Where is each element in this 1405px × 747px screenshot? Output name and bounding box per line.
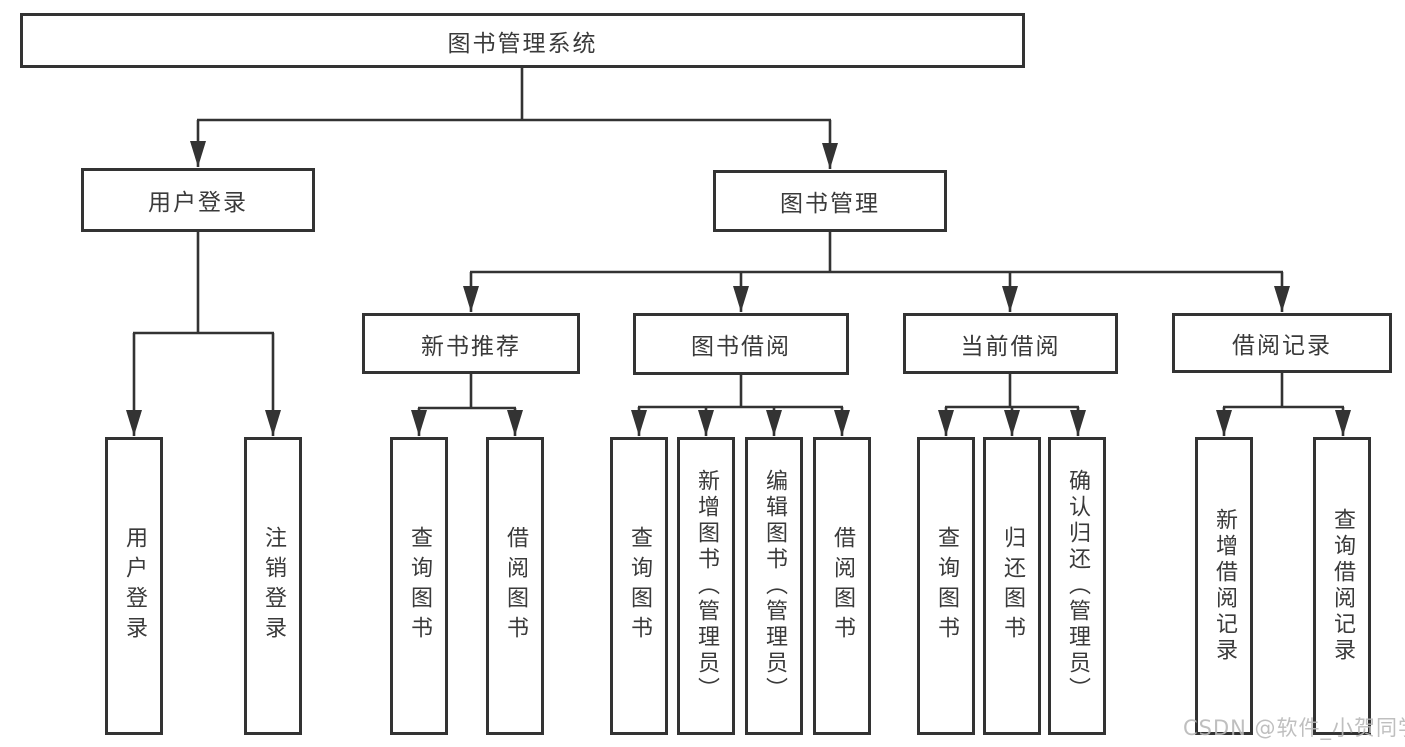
- leaf-add-books-admin: 新增图书（管理员）: [677, 437, 735, 735]
- node-borrowing-records: 借阅记录: [1172, 313, 1392, 373]
- leaf-user-login-label: 用户登录: [122, 526, 147, 646]
- node-book-management: 图书管理: [713, 170, 947, 232]
- leaf-query-books-recommend: 查询图书: [390, 437, 448, 735]
- node-user-login: 用户登录: [81, 168, 315, 232]
- leaf-query-borrow-record: 查询借阅记录: [1313, 437, 1371, 735]
- node-book-borrowing: 图书借阅: [633, 313, 849, 375]
- root-node-label: 图书管理系统: [447, 30, 598, 57]
- leaf-confirm-return-admin-label: 确认归还（管理员）: [1065, 469, 1090, 703]
- node-current-borrowing-label: 当前借阅: [960, 333, 1061, 360]
- leaf-borrow-books-recommend: 借阅图书: [486, 437, 544, 735]
- leaf-add-books-admin-label: 新增图书（管理员）: [694, 469, 719, 703]
- leaf-edit-books-admin: 编辑图书（管理员）: [745, 437, 803, 735]
- node-book-borrowing-label: 图书借阅: [691, 334, 791, 360]
- leaf-query-books-current: 查询图书: [917, 437, 975, 735]
- leaf-confirm-return-admin: 确认归还（管理员）: [1048, 437, 1106, 735]
- node-new-book-recommend: 新书推荐: [362, 313, 580, 374]
- node-current-borrowing: 当前借阅: [903, 313, 1118, 374]
- leaf-edit-books-admin-label: 编辑图书（管理员）: [762, 469, 787, 703]
- node-book-management-label: 图书管理: [780, 191, 880, 217]
- leaf-query-books-borrowing-label: 查询图书: [627, 526, 652, 646]
- leaf-query-books-borrowing: 查询图书: [610, 437, 668, 735]
- leaf-logout: 注销登录: [244, 437, 302, 735]
- node-new-book-recommend-label: 新书推荐: [421, 333, 521, 360]
- leaf-return-books: 归还图书: [983, 437, 1041, 735]
- leaf-query-books-current-label: 查询图书: [934, 526, 959, 646]
- leaf-return-books-label: 归还图书: [1000, 526, 1025, 646]
- leaf-query-borrow-record-label: 查询借阅记录: [1330, 508, 1355, 664]
- leaf-add-borrow-record: 新增借阅记录: [1195, 437, 1253, 735]
- leaf-user-login: 用户登录: [105, 437, 163, 735]
- leaf-logout-label: 注销登录: [261, 526, 286, 646]
- leaf-query-books-recommend-label: 查询图书: [407, 526, 432, 646]
- leaf-borrow-books-label: 借阅图书: [830, 526, 855, 646]
- root-node-library-management-system: 图书管理系统: [20, 13, 1025, 68]
- leaf-borrow-books-recommend-label: 借阅图书: [503, 526, 528, 646]
- node-user-login-label: 用户登录: [148, 190, 248, 216]
- leaf-add-borrow-record-label: 新增借阅记录: [1212, 508, 1237, 664]
- leaf-borrow-books: 借阅图书: [813, 437, 871, 735]
- node-borrowing-records-label: 借阅记录: [1232, 333, 1332, 359]
- watermark: CSDN @软件_小贺同学: [1183, 716, 1405, 740]
